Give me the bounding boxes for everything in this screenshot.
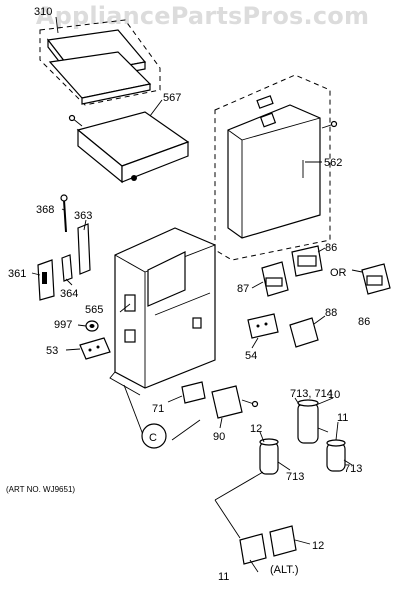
part-86a-relay — [291, 245, 323, 277]
part-53-terminal — [79, 337, 111, 360]
part-54-terminal — [247, 313, 279, 339]
label-86b: 86 — [358, 316, 370, 328]
callout-c-circle — [141, 423, 167, 449]
part-361-bracket — [37, 259, 55, 301]
label-565: 565 — [85, 304, 103, 316]
label-11a: 11 — [337, 412, 348, 424]
label-997: 997 — [54, 319, 72, 331]
label-713a: 713 — [286, 471, 304, 483]
label-361: 361 — [8, 268, 26, 280]
label-368: 368 — [36, 204, 54, 216]
label-11b: 11 — [218, 571, 229, 583]
part-86b-relay — [361, 263, 391, 295]
part-364-clip — [61, 254, 73, 282]
label-310: 310 — [34, 6, 52, 18]
label-71: 71 — [152, 403, 164, 415]
label-364: 364 — [60, 288, 78, 300]
label-562: 562 — [324, 157, 342, 169]
label-or: OR — [330, 267, 347, 279]
art-number: (ART NO. WJ9651) — [6, 485, 75, 494]
label-alt: (ALT.) — [270, 564, 299, 576]
label-87: 87 — [237, 283, 249, 295]
label-90: 90 — [213, 431, 225, 443]
label-713-714: 713, 714 — [290, 388, 333, 400]
label-86a: 86 — [325, 242, 337, 254]
label-10: 10 — [328, 389, 340, 401]
watermark: AppliancePartsPros.com — [35, 2, 370, 30]
label-12b: 12 — [312, 540, 324, 552]
part-368-rod — [60, 194, 68, 233]
part-12-alt — [269, 525, 297, 557]
part-11-capacitor — [326, 439, 346, 472]
part-90-transformer — [211, 385, 259, 419]
part-997-grommet — [85, 320, 99, 332]
label-53: 53 — [46, 345, 58, 357]
part-88-relay — [289, 317, 319, 348]
part-10-capacitor — [297, 399, 329, 444]
label-12a: 12 — [250, 423, 262, 435]
part-567-cover — [68, 111, 190, 184]
part-12-capacitor — [259, 438, 279, 475]
part-71-block — [181, 381, 206, 404]
label-567: 567 — [163, 92, 181, 104]
label-713b: 713 — [344, 463, 362, 475]
part-310-panels — [39, 19, 161, 106]
part-87-relay — [261, 261, 289, 297]
main-housing — [109, 227, 216, 396]
label-363: 363 — [74, 210, 92, 222]
part-363-bracket — [77, 223, 91, 275]
part-562-cover — [214, 74, 338, 261]
callout-c: C — [149, 432, 157, 444]
label-54: 54 — [245, 350, 257, 362]
part-11-alt — [239, 533, 267, 565]
label-88: 88 — [325, 307, 337, 319]
